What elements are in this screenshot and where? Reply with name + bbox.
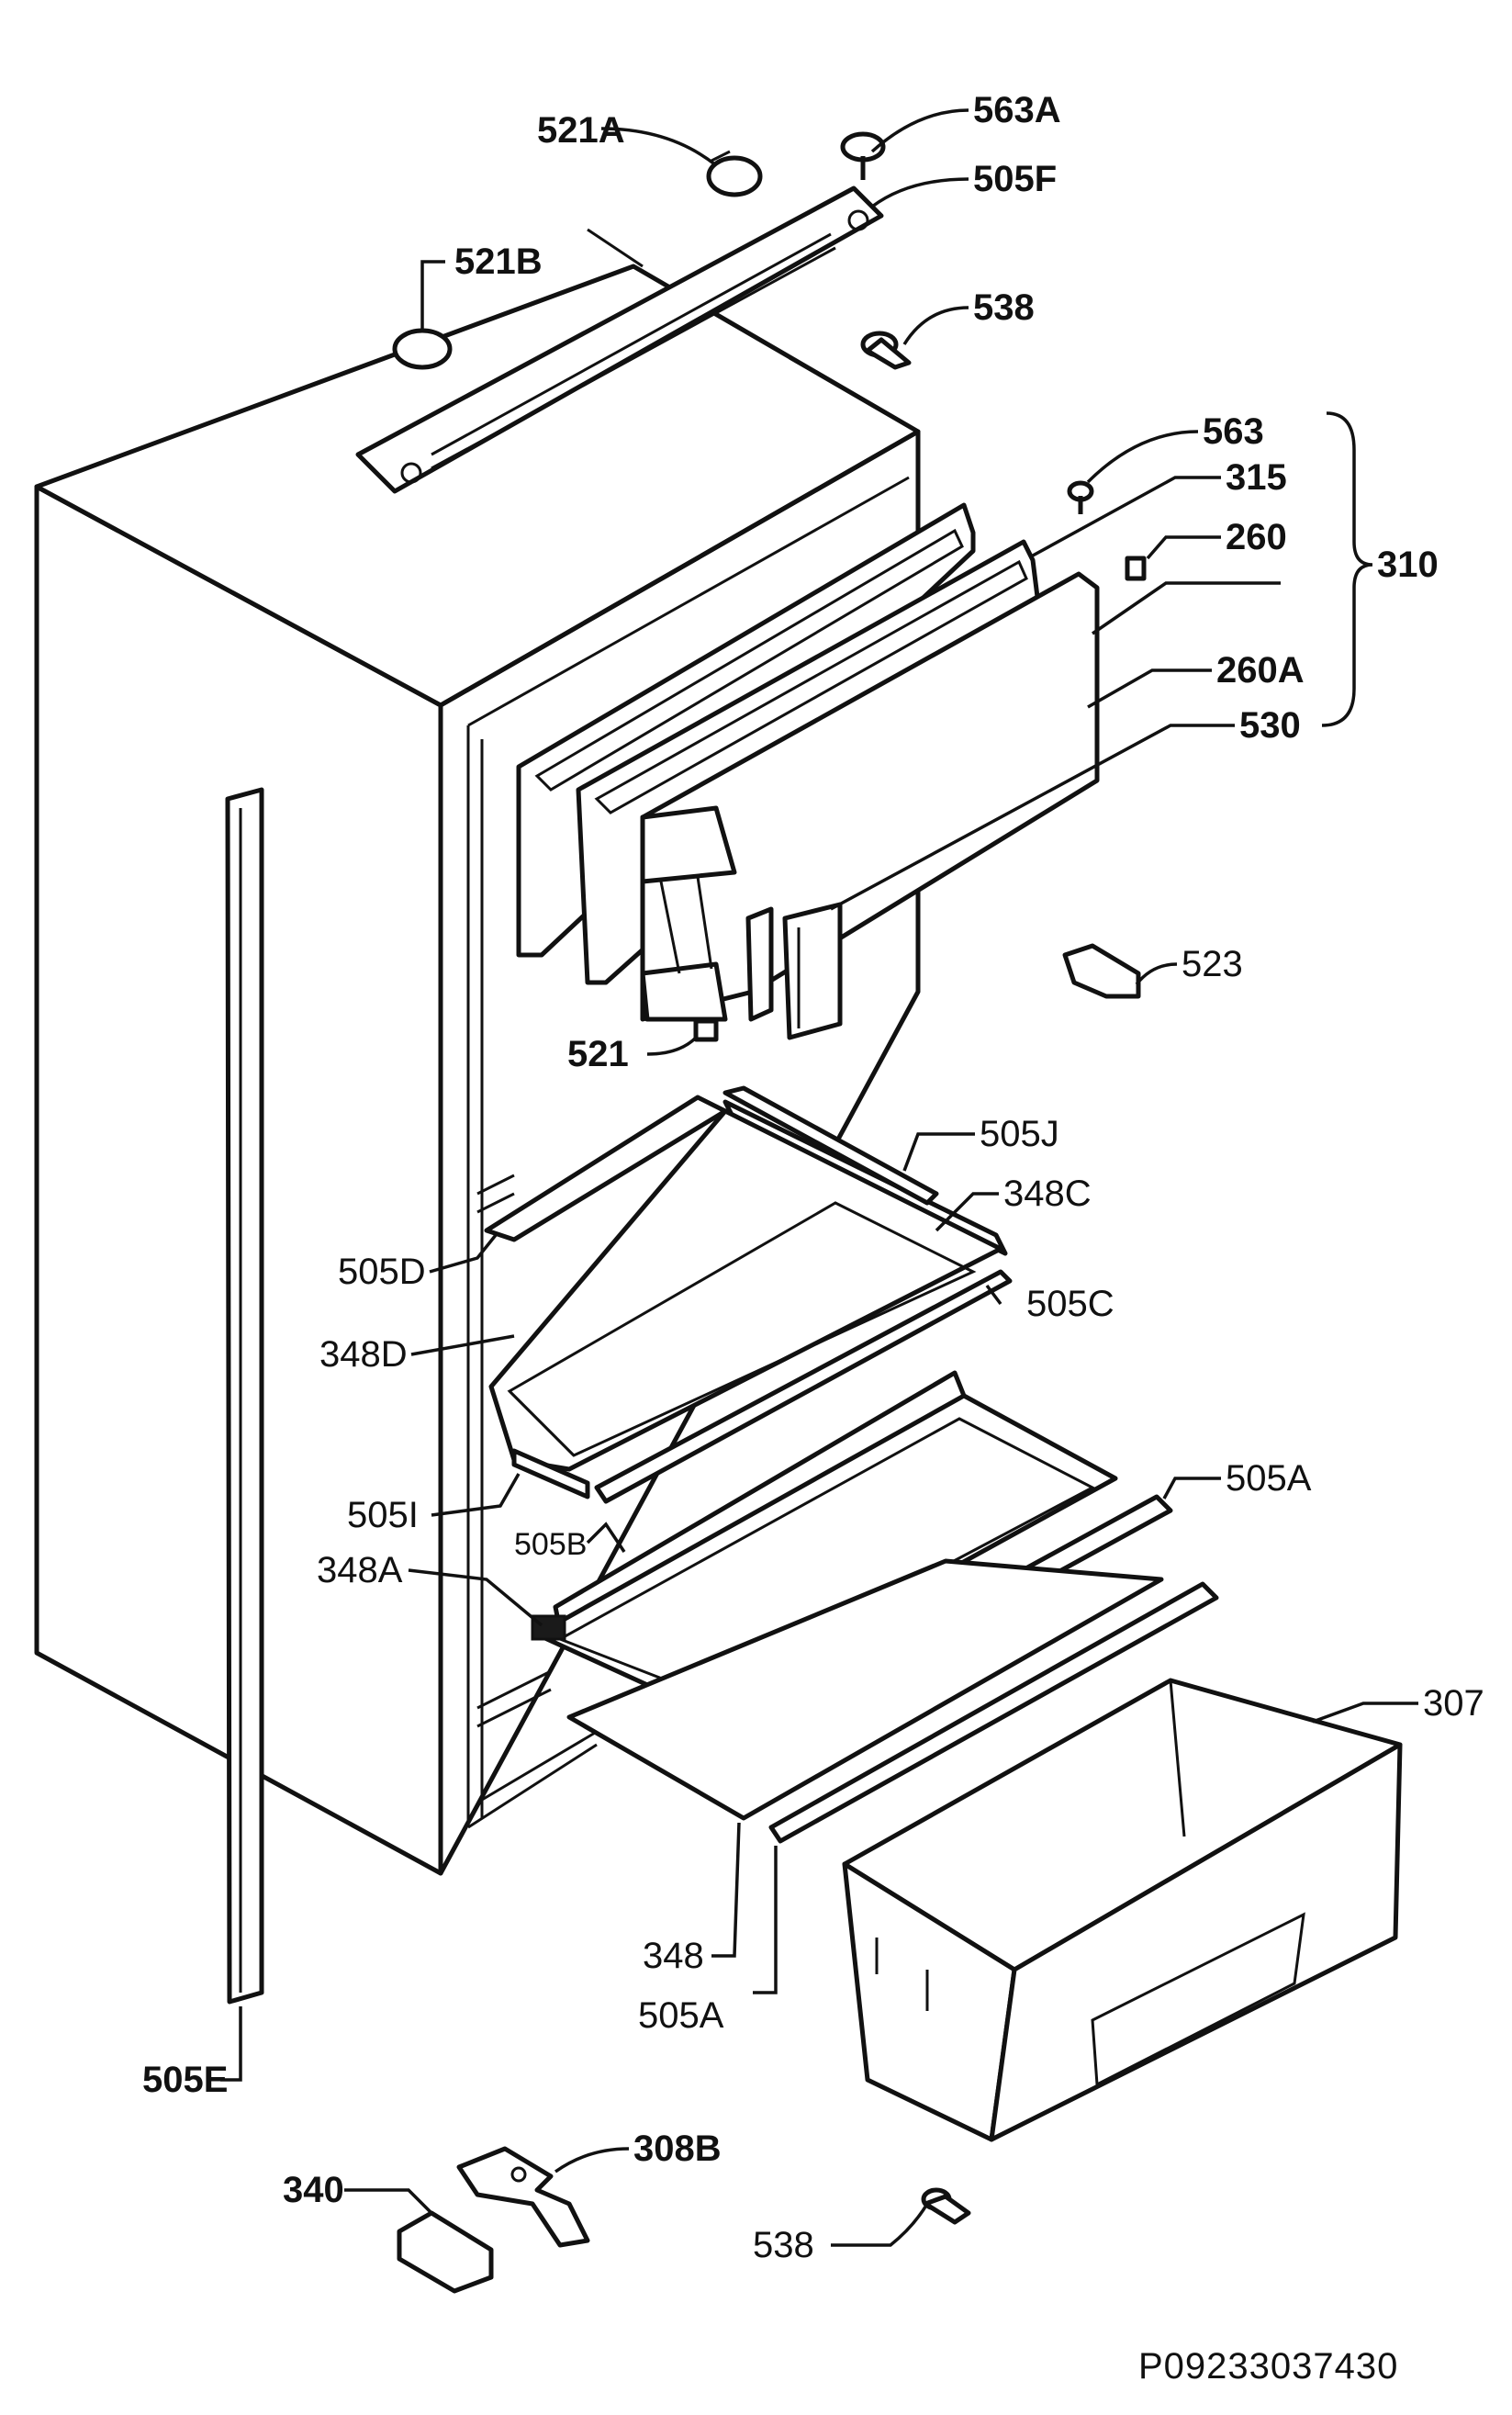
top-hinge-plate-505F [355, 185, 884, 494]
hinge-pin-538-bottom-part [921, 2187, 971, 2225]
label-521: 521 [567, 1034, 629, 1074]
label-348A: 348A [317, 1550, 403, 1590]
label-530: 530 [1239, 705, 1301, 746]
label-505E: 505E [142, 2060, 228, 2100]
label-310: 310 [1377, 545, 1439, 585]
label-340: 340 [283, 2170, 344, 2210]
label-260A: 260A [1216, 650, 1305, 691]
cap-521B-part [392, 328, 453, 370]
callout-labels: 521A 563A 505F 521B 538 563 315 260 310 … [142, 90, 1484, 2265]
label-538-bottom: 538 [753, 2225, 814, 2265]
label-505A-right: 505A [1226, 1458, 1312, 1499]
screw-563-part [1067, 480, 1094, 514]
door-seal-strip [225, 787, 264, 2005]
label-505C: 505C [1026, 1284, 1114, 1324]
label-505A-bottom: 505A [638, 1995, 724, 2036]
clip-260-part [1125, 556, 1147, 581]
label-260: 260 [1226, 517, 1287, 557]
label-308B: 308B [633, 2129, 722, 2169]
upper-glass-shelf [484, 1085, 1013, 1504]
label-315: 315 [1226, 457, 1287, 498]
freezer-door-assembly [516, 502, 1100, 1042]
leader-lines [220, 108, 1418, 2247]
label-538-top: 538 [973, 287, 1035, 328]
hinge-cap-340-part [397, 2210, 494, 2294]
bottom-hinge-308B-part [456, 2146, 590, 2248]
label-348D: 348D [319, 1334, 408, 1375]
label-521A: 521A [537, 110, 625, 151]
knob-523-part [1062, 943, 1141, 999]
label-505B: 505B [514, 1527, 587, 1562]
label-348: 348 [643, 1936, 704, 1976]
label-563: 563 [1203, 411, 1264, 452]
label-348C: 348C [1003, 1174, 1092, 1214]
label-563A: 563A [973, 90, 1061, 130]
label-505I: 505I [347, 1495, 419, 1535]
label-505D: 505D [338, 1252, 426, 1292]
diagram-reference-code: P09233037430 [1138, 2346, 1398, 2387]
crisper-cover [566, 1558, 1219, 1844]
label-307: 307 [1423, 1683, 1484, 1724]
crisper-drawer [842, 1678, 1403, 2142]
label-523: 523 [1182, 944, 1243, 984]
label-505F: 505F [973, 159, 1057, 199]
cap-521A-part [706, 150, 763, 197]
screw-563A-part [840, 131, 886, 180]
hinge-pin-538-top-part [860, 331, 912, 370]
label-505J: 505J [980, 1114, 1059, 1154]
label-521B: 521B [454, 242, 543, 282]
